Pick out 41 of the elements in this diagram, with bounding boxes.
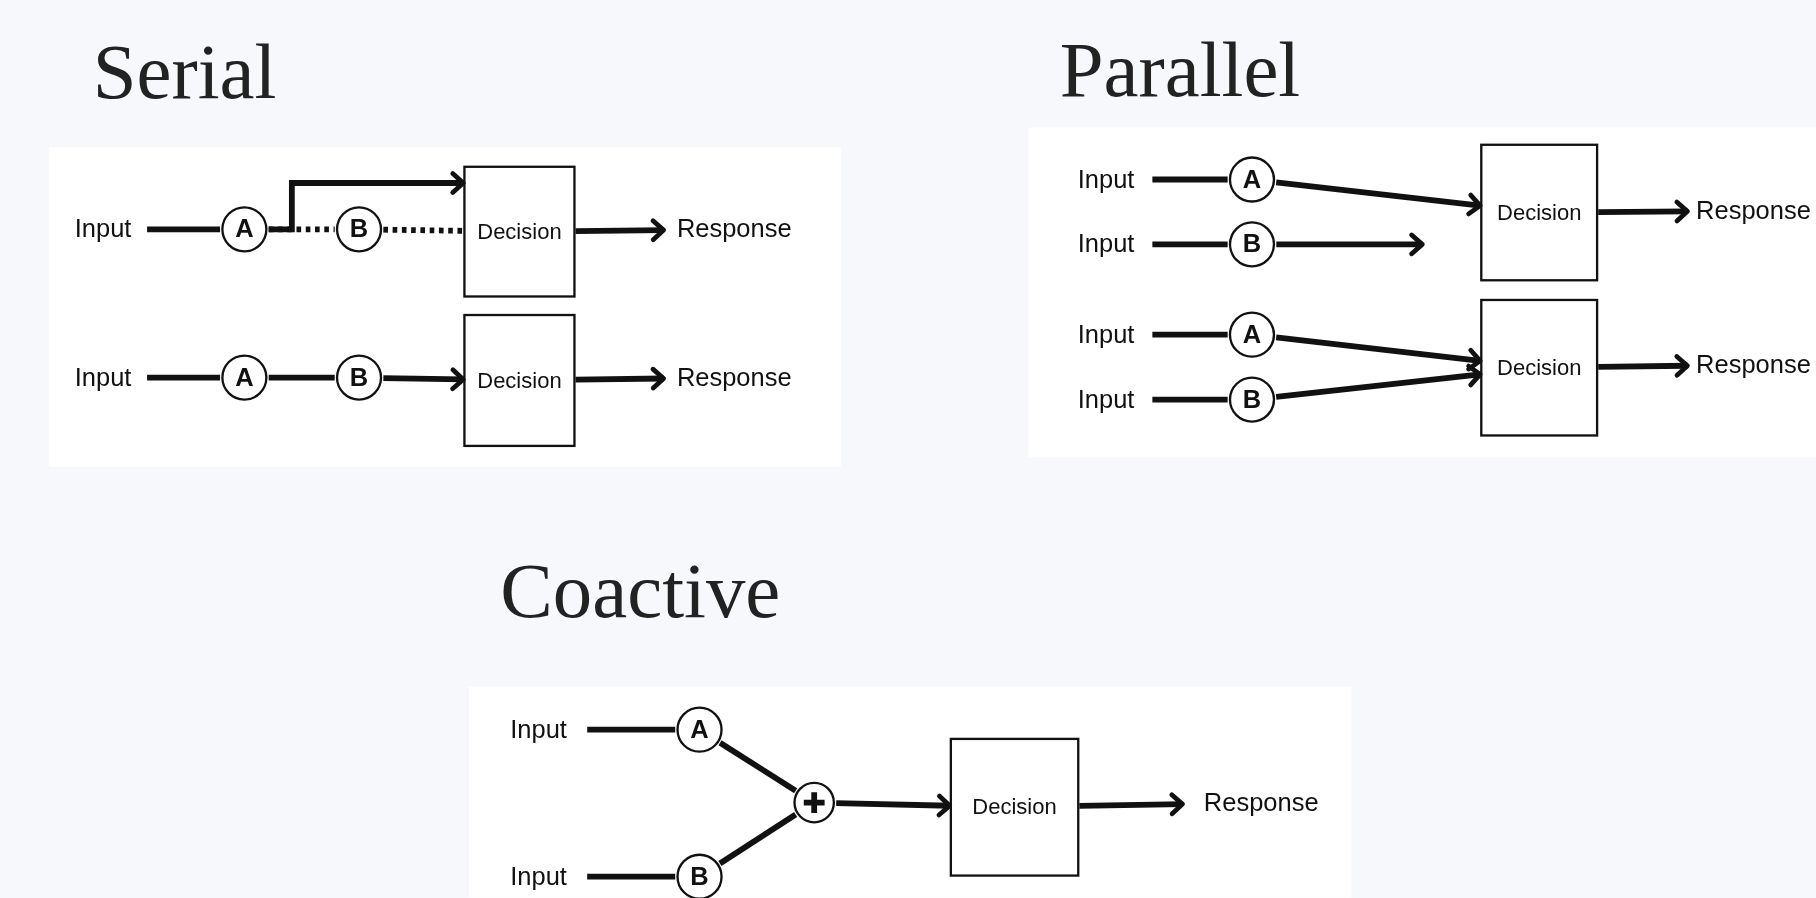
input-label: Input (1065, 163, 1147, 196)
connector-line (587, 726, 676, 733)
decision-box: Decision (1480, 143, 1599, 282)
decision-box: Decision (949, 737, 1080, 877)
connector-line (718, 812, 798, 866)
connector-line (1152, 331, 1228, 338)
response-label: Response (1693, 348, 1814, 382)
decision-box: Decision (463, 165, 576, 298)
decision-box: Decision (1480, 298, 1599, 437)
input-label: Input (64, 213, 142, 246)
arrow (1598, 199, 1690, 224)
input-label: Input (1065, 228, 1147, 261)
connector-line (1152, 396, 1228, 403)
section-title: Coactive (500, 545, 781, 637)
connector-line (147, 226, 221, 233)
connector-line (268, 374, 335, 381)
input-label: Input (64, 361, 142, 394)
arrow (1276, 232, 1425, 257)
connector-line (147, 374, 221, 381)
dotted-line (268, 226, 335, 233)
input-label: Input (495, 860, 582, 893)
input-label: Input (1065, 383, 1147, 416)
arrow (1598, 354, 1690, 378)
dotted-line (383, 226, 464, 234)
arrow (1079, 792, 1185, 817)
arrow (575, 218, 666, 243)
connector-line (587, 873, 676, 880)
arrow (575, 366, 666, 391)
input-label: Input (1065, 318, 1147, 351)
decision-box: Decision (463, 313, 576, 448)
arrow (836, 793, 953, 818)
connector-line (718, 740, 798, 794)
section-title: Serial (92, 26, 277, 118)
connector-line (1152, 241, 1228, 248)
connector-line (1152, 176, 1228, 183)
response-label: Response (669, 361, 800, 394)
response-label: Response (1693, 194, 1814, 227)
response-label: Response (1188, 786, 1335, 819)
section-title: Parallel (1059, 24, 1301, 116)
input-label: Input (495, 713, 582, 746)
response-label: Response (669, 213, 800, 246)
